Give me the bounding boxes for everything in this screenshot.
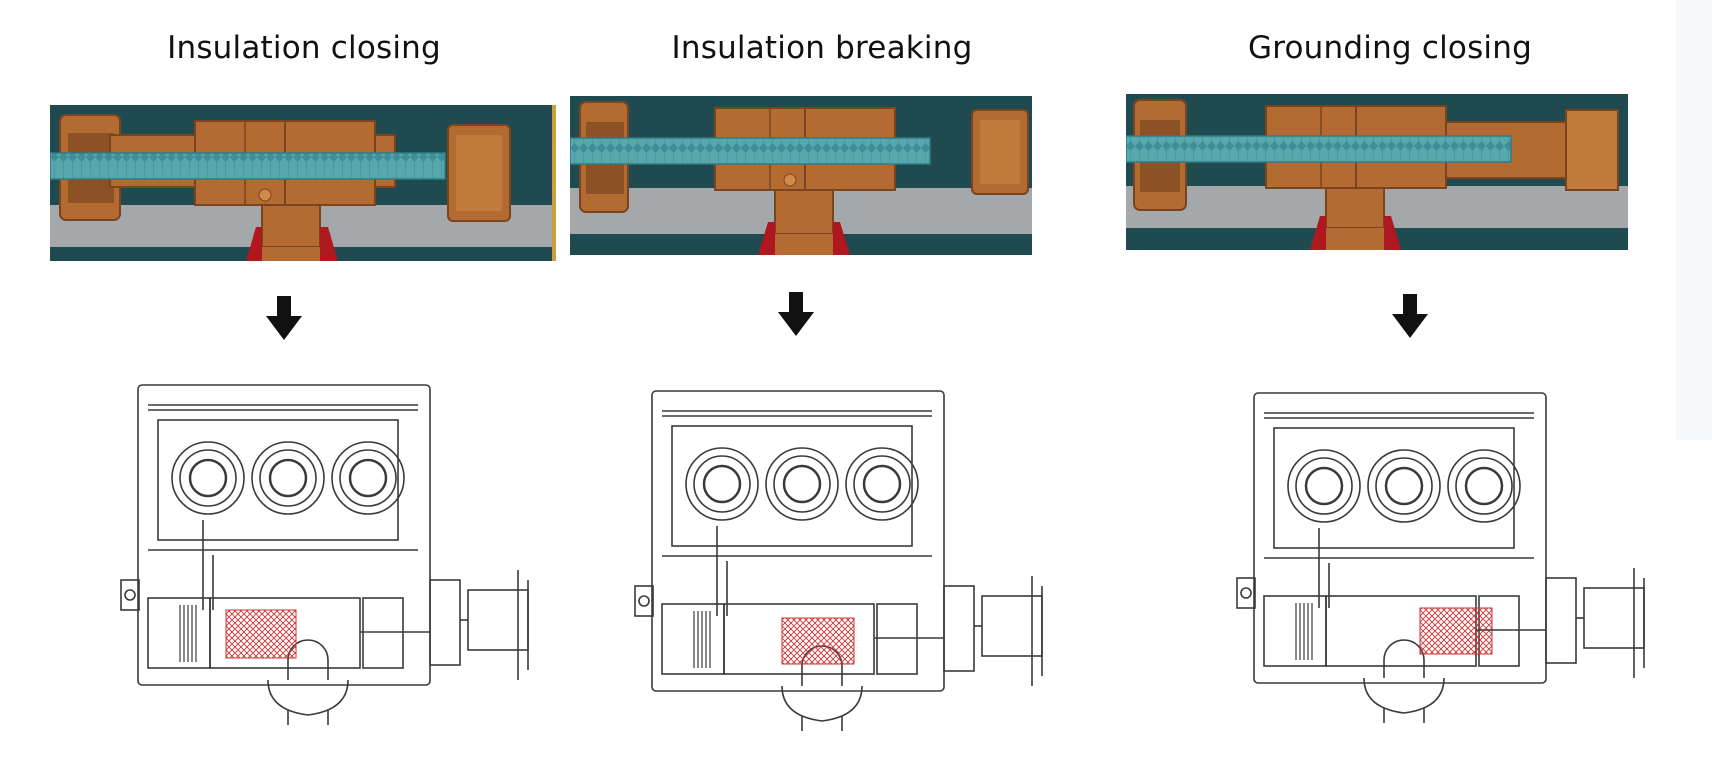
down-arrow-icon: [1392, 294, 1428, 338]
section-view-insulation-closing: [50, 105, 556, 261]
section-view-grounding-closing: [1126, 94, 1628, 250]
cabinet-drawing-grounding-closing: [1236, 392, 1645, 723]
down-arrow-icon: [266, 296, 302, 340]
panel-insulation-breaking: Insulation breaking: [566, 0, 1078, 762]
cabinet-drawing-insulation-breaking: [634, 390, 1043, 731]
panel-insulation-closing: Insulation closing: [48, 0, 560, 762]
panel-title: Insulation closing: [167, 30, 441, 66]
panel-grounding-closing: Grounding closing: [1126, 0, 1646, 762]
down-arrow-icon: [778, 292, 814, 336]
cabinet-drawing-insulation-closing: [120, 384, 529, 725]
section-view-insulation-breaking: [570, 96, 1032, 255]
panel-title: Grounding closing: [1248, 30, 1532, 66]
edge-strip: [1676, 0, 1712, 440]
panel-title: Insulation breaking: [671, 30, 973, 66]
